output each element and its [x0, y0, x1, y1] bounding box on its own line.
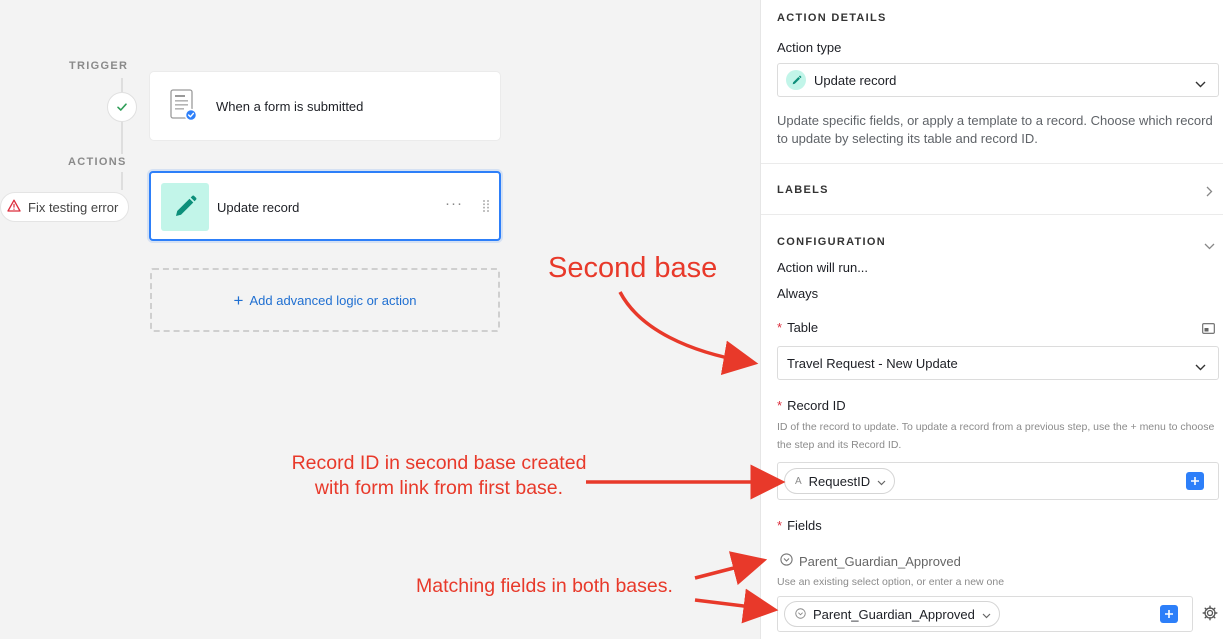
field-name: Parent_Guardian_Approved [799, 553, 961, 569]
record-id-annotation-line2: with form link from first base. [314, 477, 564, 499]
plus-icon: + [233, 290, 244, 310]
add-advanced-logic-label: Add advanced logic or action [249, 292, 417, 308]
record-id-token-label: RequestID [808, 473, 871, 489]
chevron-down-icon [877, 474, 886, 489]
add-advanced-logic-button[interactable]: + Add advanced logic or action [150, 268, 500, 332]
drag-handle-icon[interactable] [483, 199, 489, 217]
trigger-title: When a form is submitted [216, 99, 364, 114]
action-details-heading: ACTION DETAILS [777, 12, 887, 24]
action-type-description: Update specific fields, or apply a templ… [777, 113, 1213, 146]
configuration-heading[interactable]: CONFIGURATION [777, 236, 886, 248]
single-select-icon [780, 553, 793, 569]
fields-label: *Fields [777, 518, 822, 533]
action-run-label: Action will run... [777, 260, 869, 275]
text-field-icon: A [795, 475, 802, 487]
fix-testing-error-button[interactable]: Fix testing error [0, 192, 130, 222]
field-value-input[interactable]: Parent_Guardian_Approved [777, 596, 1193, 632]
record-id-input[interactable]: A RequestID [777, 462, 1219, 500]
warning-icon [7, 199, 21, 215]
insert-field-plus-button[interactable] [1160, 605, 1178, 623]
matching-fields-annotation: Matching fields in both bases. [416, 575, 673, 597]
action-details-panel: ACTION DETAILS Action type Update record… [760, 0, 1223, 639]
table-label-text: Table [787, 320, 819, 335]
chevron-down-icon [982, 607, 991, 622]
record-id-description: ID of the record to update. To update a … [777, 421, 1215, 451]
table-view-icon[interactable] [1202, 321, 1215, 339]
rail-line [121, 122, 123, 154]
chevron-right-icon[interactable] [1206, 184, 1213, 202]
trigger-status-check-icon [107, 92, 137, 122]
field-description: Use an existing select option, or enter … [777, 576, 1005, 588]
actions-section-label: ACTIONS [68, 156, 127, 168]
table-value: Travel Request - New Update [787, 355, 958, 371]
trigger-section-label: TRIGGER [69, 60, 129, 72]
chevron-down-icon [1195, 76, 1206, 91]
field-value-token[interactable]: Parent_Guardian_Approved [784, 601, 1000, 627]
field-settings-gear-icon[interactable] [1202, 605, 1218, 626]
action-type-value: Update record [814, 72, 897, 88]
action-type-select[interactable]: Update record [777, 63, 1219, 97]
record-id-annotation-line1: Record ID in second base created [291, 452, 587, 474]
table-select[interactable]: Travel Request - New Update [777, 346, 1219, 380]
field-row-header: Parent_Guardian_Approved [780, 553, 961, 569]
rail-line [121, 172, 123, 190]
automation-canvas: TRIGGER ACTIONS When a form is submitted… [0, 60, 501, 332]
record-id-token[interactable]: A RequestID [784, 468, 896, 494]
rail-line [121, 78, 123, 92]
form-icon [169, 89, 198, 123]
action-title: Update record [217, 200, 300, 215]
record-id-annotation: Record ID in second base created with fo… [270, 451, 608, 501]
pencil-icon [786, 70, 806, 90]
record-id-label: *Record ID [777, 398, 846, 413]
chevron-down-icon [1195, 359, 1206, 374]
field-value-token-label: Parent_Guardian_Approved [813, 606, 975, 622]
fix-testing-error-label: Fix testing error [28, 199, 119, 215]
record-id-label-text: Record ID [787, 398, 846, 413]
pencil-icon [161, 183, 209, 231]
single-select-icon [795, 607, 806, 622]
action-type-label: Action type [777, 40, 842, 55]
insert-value-plus-button[interactable] [1186, 472, 1204, 490]
labels-heading[interactable]: LABELS [777, 184, 829, 196]
table-label: *Table [777, 320, 819, 335]
divider [761, 214, 1223, 215]
second-base-annotation: Second base [548, 252, 718, 284]
more-options-icon[interactable]: ··· [445, 195, 463, 212]
trigger-node[interactable]: When a form is submitted [150, 72, 500, 140]
fields-label-text: Fields [787, 518, 822, 533]
divider [761, 163, 1223, 164]
action-run-value: Always [777, 286, 819, 301]
chevron-down-icon[interactable] [1204, 237, 1215, 255]
update-record-action-node[interactable]: Update record ··· [149, 171, 501, 241]
